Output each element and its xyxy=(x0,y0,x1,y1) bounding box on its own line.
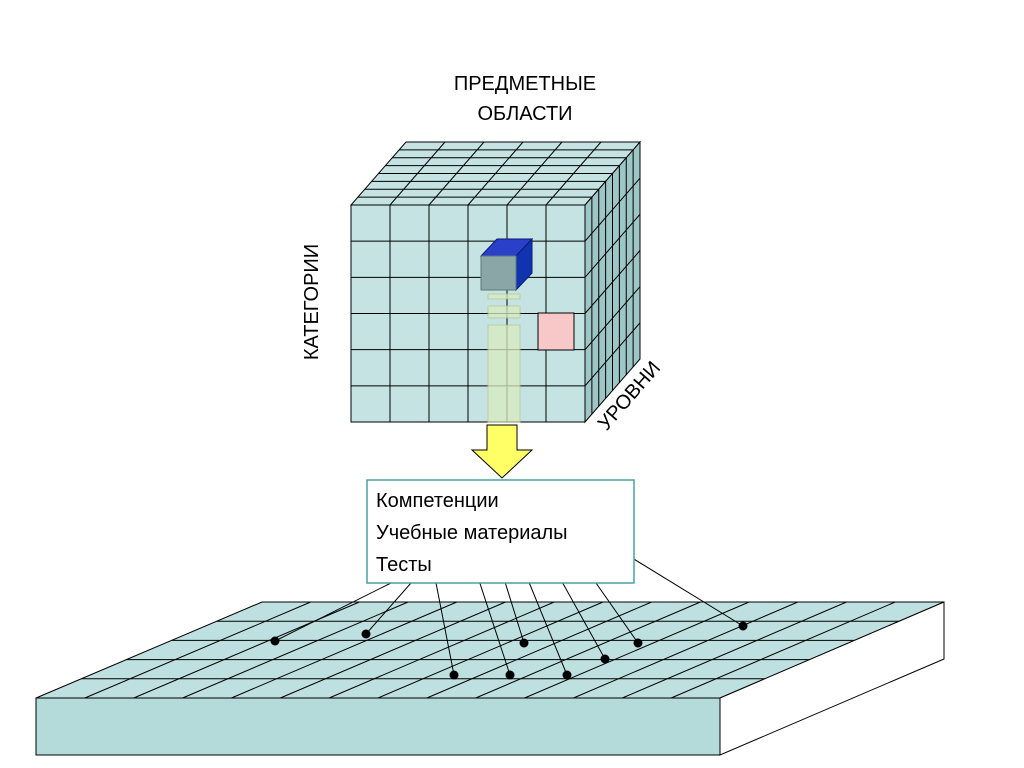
down-arrow xyxy=(470,424,534,479)
connector-dot xyxy=(505,670,515,680)
connector-dot xyxy=(562,670,572,680)
info-box: Компетенции Учебные материалы Тесты xyxy=(366,479,635,584)
plate-grid-line xyxy=(670,601,896,699)
plate-grid-line xyxy=(280,601,506,699)
plate-grid-line xyxy=(377,601,604,699)
cube-right-grid-line xyxy=(584,214,641,278)
info-learning-materials: Учебные материалы xyxy=(376,522,568,544)
highlighted-cell xyxy=(537,312,575,351)
plate-grid-line xyxy=(426,601,652,699)
info-tests: Тесты xyxy=(376,554,432,576)
plate-grid-line xyxy=(84,601,311,699)
data-cube xyxy=(349,140,642,424)
connector-line xyxy=(623,552,744,627)
cube-right-grid-line xyxy=(584,322,641,387)
cube-right-grid-line xyxy=(584,286,641,350)
plate-grid-line xyxy=(622,601,847,699)
connector-dot xyxy=(361,629,371,639)
label-categories: КАТЕГОРИИ xyxy=(301,244,323,360)
plate-front-face xyxy=(35,697,721,756)
connector-dot xyxy=(519,638,529,648)
connector-dot xyxy=(449,670,459,680)
base-plate xyxy=(35,601,945,756)
connector-dot xyxy=(270,636,280,646)
connector-line xyxy=(365,582,412,635)
connector-line xyxy=(274,582,392,642)
connector-line xyxy=(435,582,455,676)
selected-cell-cube xyxy=(479,237,534,292)
label-subject-areas-line1: ПРЕДМЕТНЫЕ xyxy=(454,73,596,95)
plate-grid-line xyxy=(475,601,701,699)
plate-grid-line xyxy=(231,601,458,699)
connector-dot xyxy=(600,654,610,664)
selection-column xyxy=(487,293,521,423)
cube-right-grid-line xyxy=(584,177,641,242)
plate-grid-lines xyxy=(81,601,900,699)
connector-dot xyxy=(738,621,748,631)
connector-dot xyxy=(633,638,643,648)
info-competencies: Компетенции xyxy=(376,490,499,512)
cube-right-grid-line xyxy=(584,250,641,314)
plate-grid-line xyxy=(524,601,750,699)
label-subject-areas-line2: ОБЛАСТИ xyxy=(477,103,572,125)
plate-grid-line xyxy=(573,601,799,699)
plate-right-face xyxy=(719,601,945,756)
plate-grid-line xyxy=(182,601,409,699)
plate-grid-line xyxy=(328,601,555,699)
